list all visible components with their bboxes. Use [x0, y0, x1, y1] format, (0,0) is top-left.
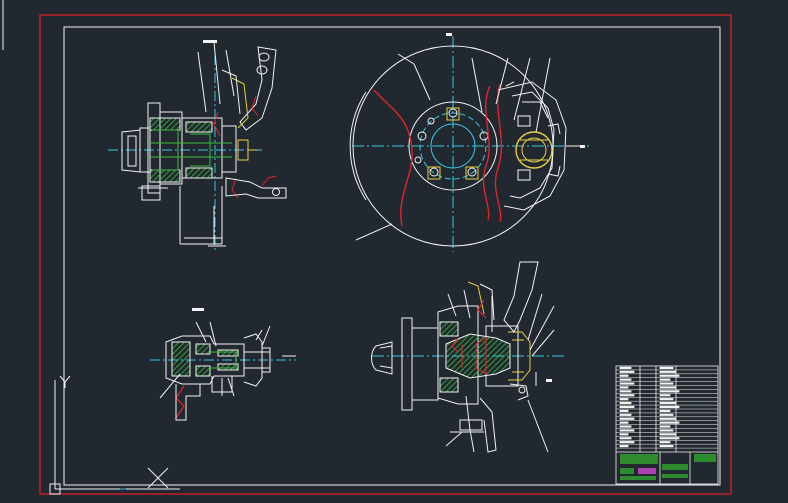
- title-block-cell-text: [659, 437, 680, 440]
- title-block-cell-text: [659, 441, 671, 444]
- title-block-cell-text: [659, 401, 677, 405]
- title-block-cell-text: [619, 405, 635, 409]
- view-detail-section: [150, 321, 296, 421]
- title-block-cell-text: [659, 444, 674, 448]
- title-block-cell-text: [659, 417, 677, 420]
- title-block-cell-text: [619, 429, 635, 432]
- view2-label-tag: [446, 33, 452, 36]
- title-block-cell-text: [659, 413, 674, 416]
- title-block-cell-text: [619, 409, 629, 413]
- sheet-inner-frame: [63, 26, 721, 486]
- title-block-cell-text: [619, 437, 632, 440]
- title-block-cell-text: [659, 374, 680, 377]
- title-block-cell-text: [619, 370, 635, 373]
- view-brake-disc: [349, 36, 592, 252]
- title-block-cell-text: [659, 386, 677, 389]
- title-block-cell-text: [619, 382, 635, 385]
- ucs-axis-icon: [49, 375, 180, 495]
- title-block-cell-text: [659, 409, 671, 413]
- title-block-cell-text: [619, 413, 632, 416]
- title-block-cell-text: [659, 429, 674, 432]
- view3-label-tag: [192, 308, 204, 311]
- view1-label-tag: [203, 40, 217, 43]
- title-block-cell-text: [619, 378, 632, 381]
- title-block-cell-text: [619, 421, 629, 424]
- view-assembly-section: [371, 261, 566, 453]
- title-block-cell-text: [619, 366, 632, 370]
- title-block-cell-text: [659, 382, 674, 385]
- title-block-cell-text: [619, 433, 629, 436]
- title-block-cell-text: [659, 405, 680, 409]
- title-block-cell-text: [659, 370, 677, 373]
- title-block-cell-text: [619, 386, 629, 389]
- title-block-cell-text: [619, 401, 632, 405]
- sheet-outer-border: [39, 14, 732, 495]
- title-block-cell-text: [619, 390, 632, 393]
- view-side-section: [108, 41, 287, 250]
- title-block-cell-text: [659, 421, 680, 424]
- title-block-cell-text: [659, 390, 680, 393]
- title-block-cell-text: [619, 394, 635, 397]
- title-block-cell-text: [619, 444, 629, 448]
- title-block-cell-text: [659, 366, 674, 370]
- title-block-cell-text: [659, 425, 671, 428]
- title-block-cell-text: [619, 398, 629, 401]
- title-block-cell-text: [659, 394, 671, 397]
- title-block-cell-text: [619, 417, 635, 420]
- view4-marker: [546, 379, 552, 382]
- title-block-cell-text: [659, 398, 674, 401]
- title-block-rows: [616, 366, 718, 449]
- crosshair-cursor-icon: [147, 467, 169, 489]
- title-block[interactable]: [615, 365, 719, 485]
- title-block-cell-text: [619, 441, 635, 444]
- view2-marker-dot: [580, 145, 585, 148]
- title-block-cell-text: [659, 433, 677, 436]
- title-block-cell-text: [619, 425, 632, 428]
- title-block-cell-text: [619, 374, 629, 377]
- title-block-cell-text: [659, 378, 671, 381]
